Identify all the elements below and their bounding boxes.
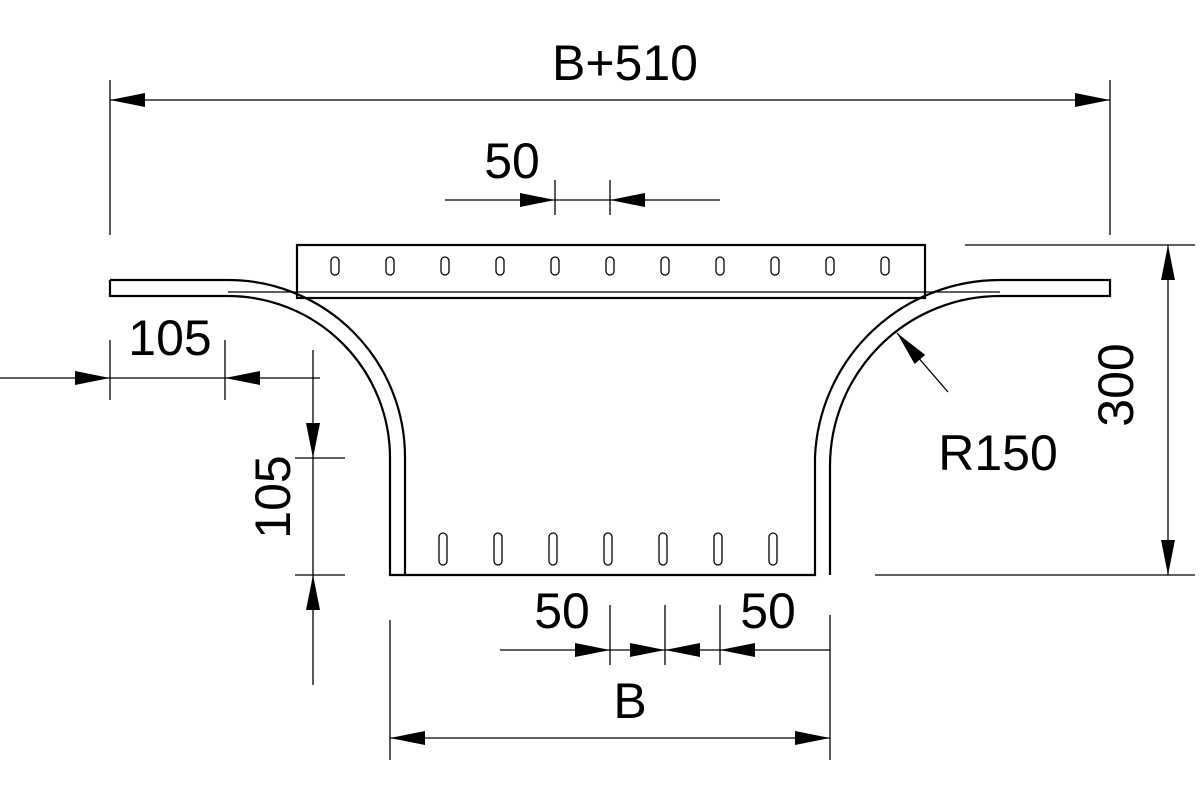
bottom-slots [438, 532, 778, 566]
dimension-vertical-offset: 105 [245, 350, 345, 685]
slot [768, 532, 778, 566]
tray-outline-outer [110, 278, 1112, 577]
dim-label-radius: R150 [938, 425, 1058, 481]
slot [880, 256, 890, 276]
dimension-height: 300 [875, 244, 1195, 576]
top-slots [330, 256, 890, 276]
slot [330, 256, 340, 276]
dim-label-bottom-pitch-left: 50 [534, 583, 590, 639]
tray-part [108, 243, 1112, 577]
slot [713, 532, 723, 566]
dimension-top-slot-pitch: 50 [445, 133, 720, 215]
slot [385, 256, 395, 276]
slot [770, 256, 780, 276]
slot [605, 256, 615, 276]
top-side-plate [295, 243, 927, 300]
dim-label-overall-width: B+510 [552, 35, 698, 91]
slot [493, 532, 503, 566]
slot [660, 256, 670, 276]
slot [438, 532, 448, 566]
dim-label-top-slot-pitch: 50 [484, 133, 540, 189]
slot [550, 256, 560, 276]
dim-label-height: 300 [1088, 343, 1144, 426]
slot [715, 256, 725, 276]
tray-outline-left [108, 280, 405, 577]
dimension-radius: R150 [896, 332, 1058, 481]
slot [548, 532, 558, 566]
dim-label-bottom-pitch-right: 50 [740, 583, 796, 639]
slot [440, 256, 450, 276]
dimension-bottom-slot-pitch: 50 50 [500, 583, 831, 760]
slot [825, 256, 835, 276]
dim-label-vertical-offset: 105 [245, 455, 301, 538]
dim-label-inner-width: B [613, 673, 646, 729]
dimension-inner-width: B [389, 620, 830, 760]
slot [603, 532, 613, 566]
slot [495, 256, 505, 276]
slot [658, 532, 668, 566]
dim-label-flange-length: 105 [128, 310, 211, 366]
dimension-flange-length: 105 [0, 310, 320, 400]
dimension-overall-width: B+510 [109, 35, 1111, 235]
